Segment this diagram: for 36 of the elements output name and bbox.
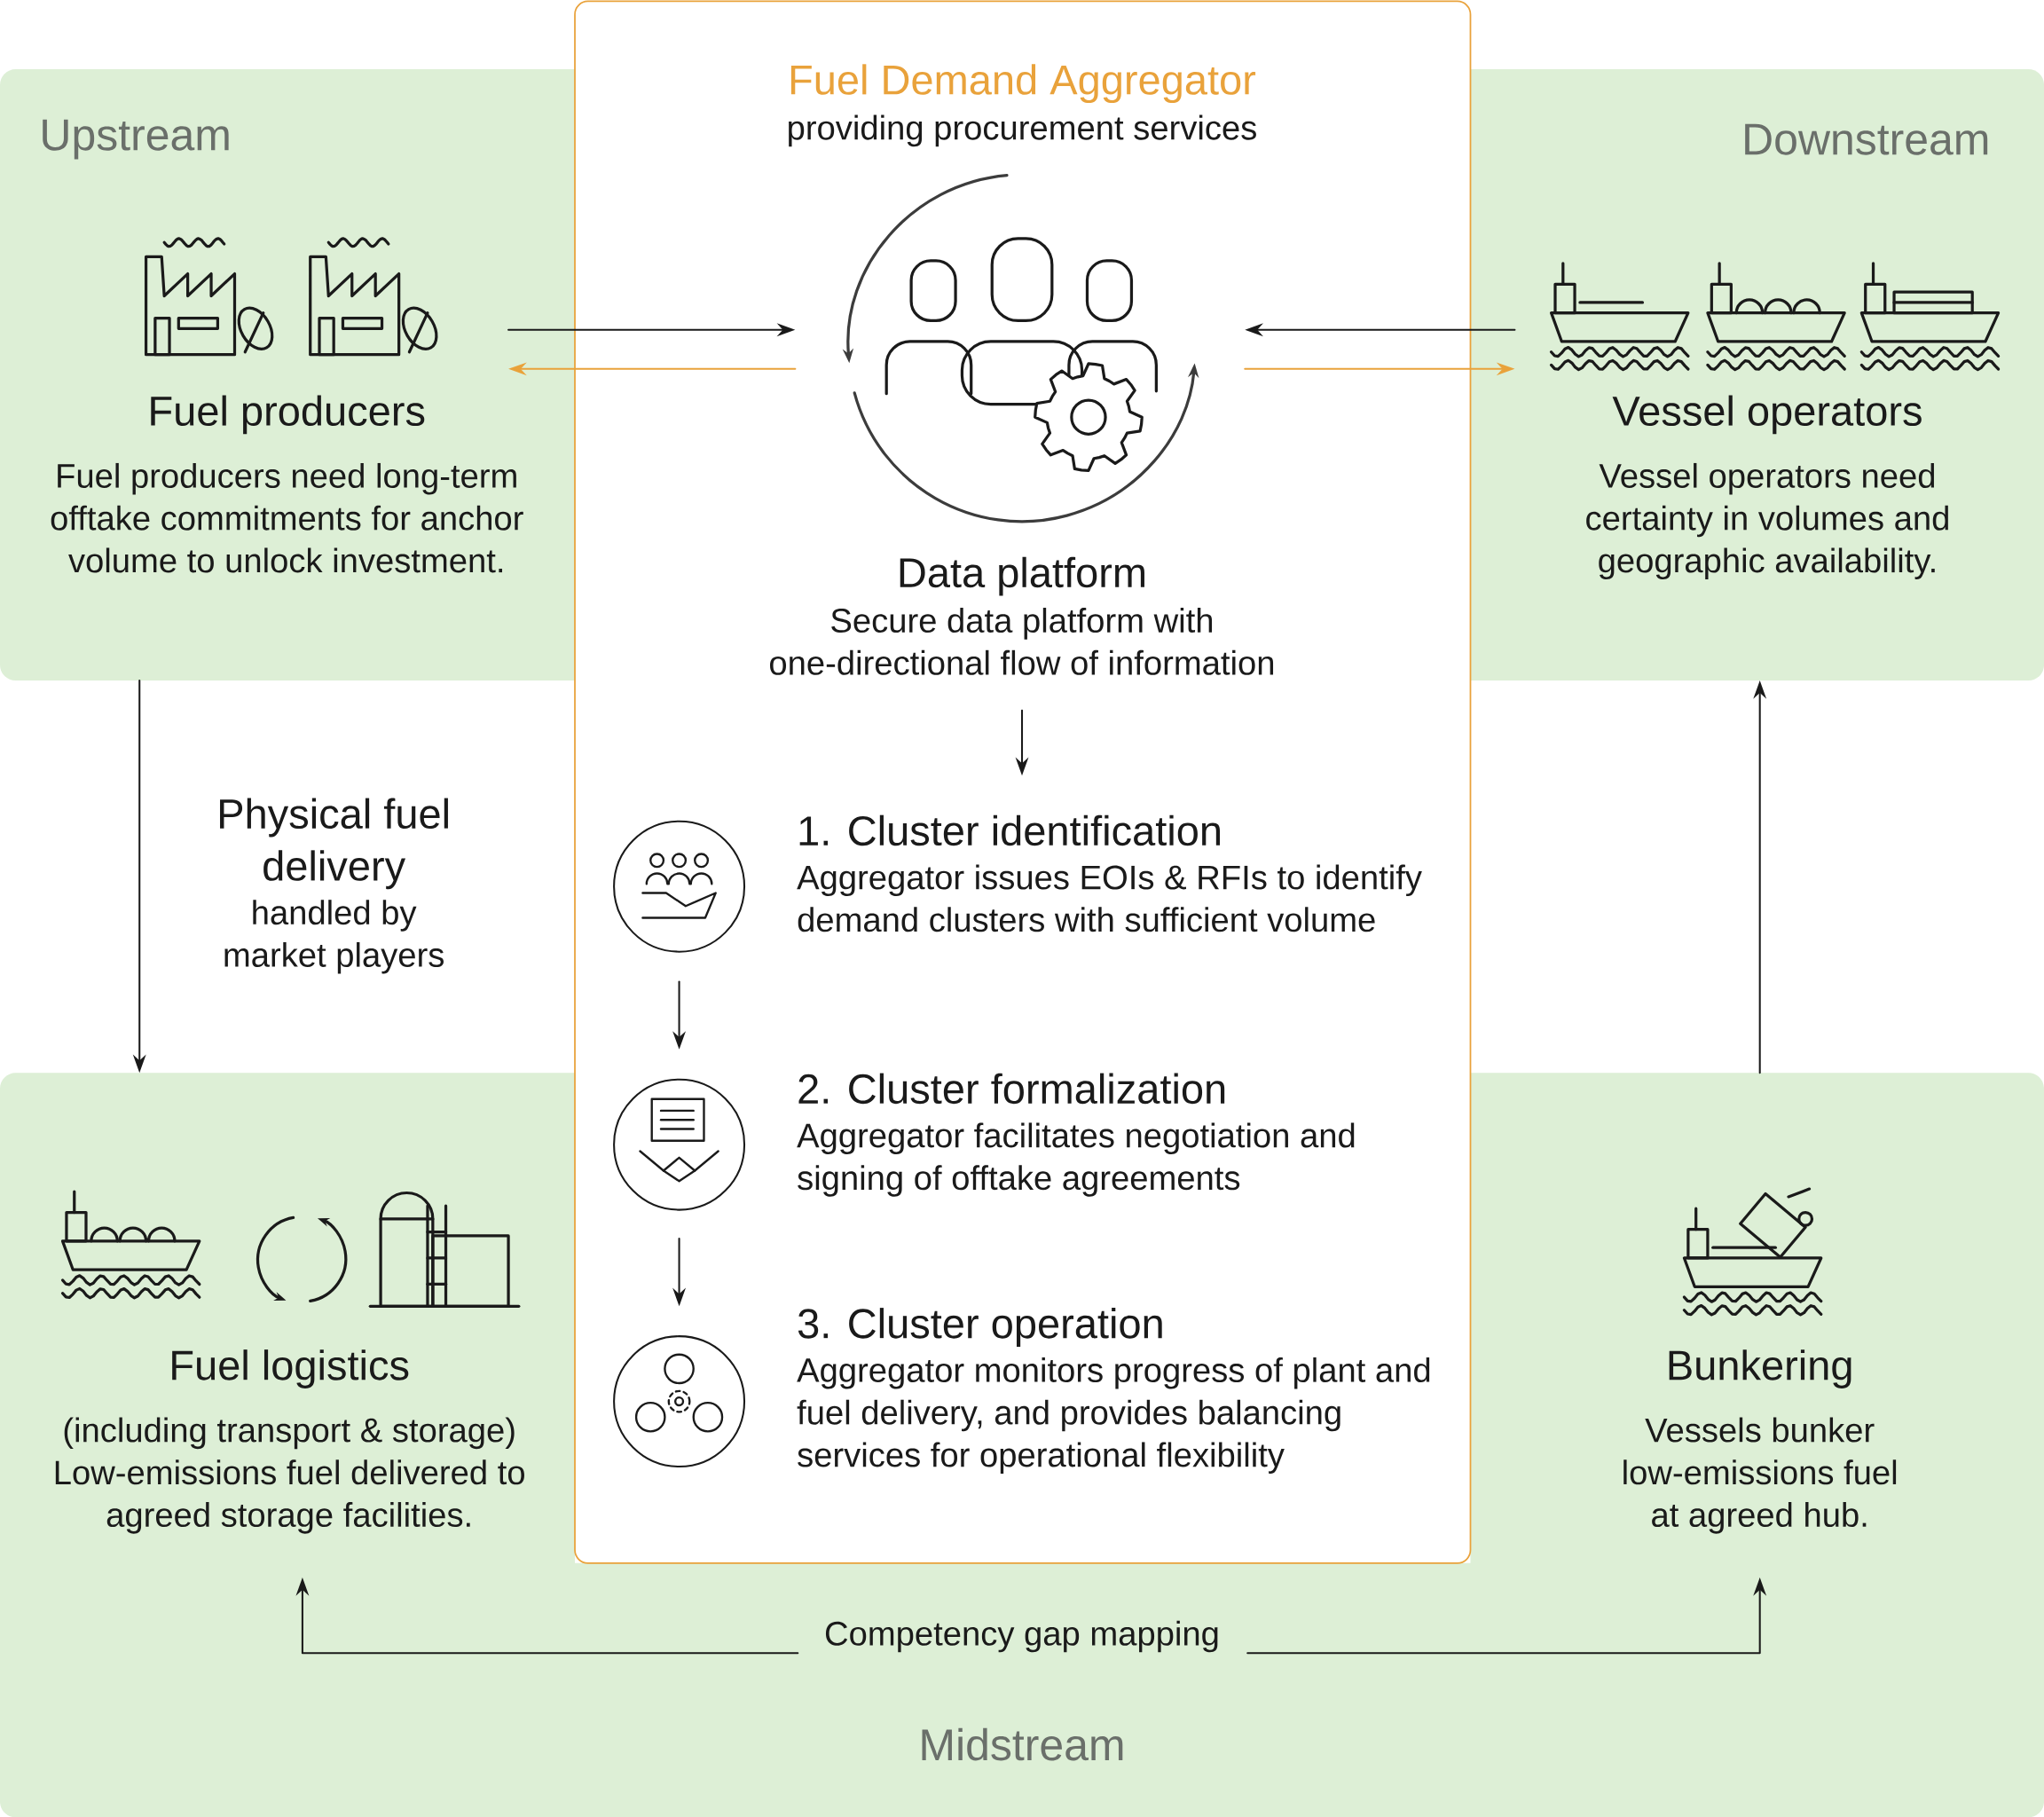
region-panel xyxy=(0,1073,2044,1817)
region-panel xyxy=(1470,68,2044,680)
description: Secure data platform with one-directional flow of information xyxy=(770,607,1274,675)
description: Aggregator monitors progress of plant and fuel delivery, and provides balancing services for operational flexibility xyxy=(797,1357,1430,1474)
ship-drawing xyxy=(1549,262,2001,372)
description: (including transport & storage) Low-emissions fuel delivered to agreed storage facilities. xyxy=(55,1417,524,1534)
heading: 2. Cluster formalization xyxy=(798,1073,1225,1104)
logistics-drawing xyxy=(60,1190,521,1308)
network-icon xyxy=(613,1334,746,1467)
flow-label: handled by market players xyxy=(224,900,444,974)
heading: Vessel operators xyxy=(1612,395,1922,435)
flow-label: Physical fuel delivery xyxy=(220,798,448,889)
team-icon xyxy=(613,820,746,953)
heading: Fuel logistics xyxy=(172,1349,409,1388)
heading: Data platform xyxy=(900,556,1144,596)
heading: 1. Cluster identification xyxy=(799,814,1220,846)
description: providing procurement services xyxy=(789,114,1256,147)
edge-label: Competency gap mapping xyxy=(825,1620,1218,1653)
region-title: Downstream xyxy=(1745,123,1988,155)
description: Aggregator issues EOIs & RFIs to identify demand clusters with sufficient volume xyxy=(797,864,1422,932)
heading: Bunkering xyxy=(1669,1349,1851,1388)
description: Fuel producers need long-term offtake commitments for anchor volume to unlock investment. xyxy=(51,462,523,573)
description: Vessels bunker low-emissions fuel at agreed hub. xyxy=(1623,1417,1897,1534)
region-title: Upstream xyxy=(43,119,229,160)
bunkering-drawing xyxy=(1682,1187,1823,1317)
region-title: Midstream xyxy=(922,1727,1123,1761)
heading: 3. Cluster operation xyxy=(798,1307,1162,1347)
aggregator-panel xyxy=(574,0,1472,1564)
heading: Fuel producers xyxy=(151,395,425,435)
factory-drawing xyxy=(144,237,438,357)
description: Aggregator facilitates negotiation and signing of offtake agreements xyxy=(797,1122,1355,1197)
region-panel xyxy=(0,68,575,680)
heading: Fuel Demand Aggregator xyxy=(790,64,1256,103)
description: Vessel operators need certainty in volumes and geographic availability. xyxy=(1586,462,1948,579)
people-gear-icon xyxy=(884,237,1158,472)
agreement-icon xyxy=(613,1078,746,1211)
